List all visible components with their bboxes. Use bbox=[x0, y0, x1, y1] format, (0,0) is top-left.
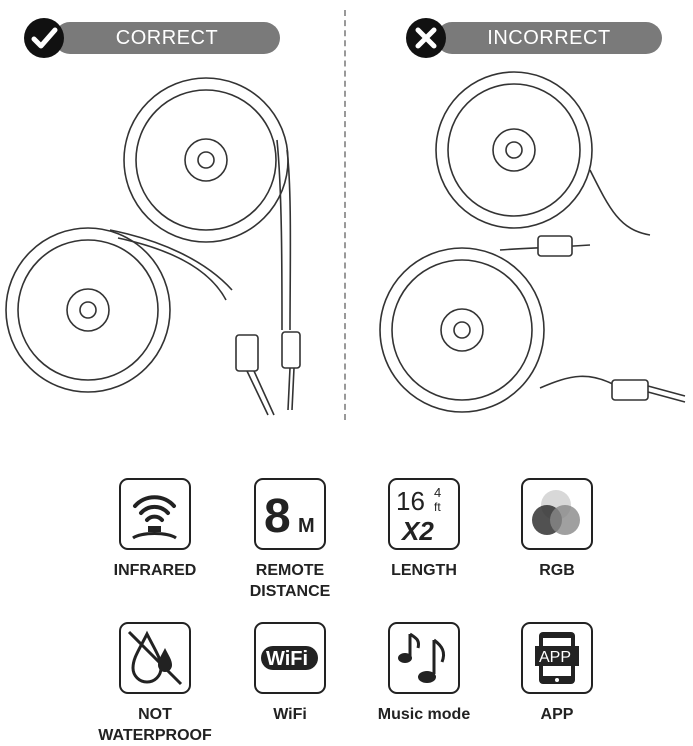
correct-connection-diagram bbox=[5, 77, 301, 416]
water-drop-crossed-icon bbox=[119, 622, 191, 694]
svg-text:4: 4 bbox=[434, 485, 441, 500]
svg-text:M: M bbox=[298, 515, 315, 537]
feature-wifi: WiFi WiFi bbox=[215, 622, 365, 725]
feature-infrared: INFRARED bbox=[80, 478, 230, 581]
svg-text:ft: ft bbox=[434, 500, 441, 514]
svg-text:WiFi: WiFi bbox=[266, 648, 308, 670]
music-note-icon bbox=[388, 622, 460, 694]
incorrect-badge: INCORRECT bbox=[406, 18, 662, 58]
feature-label: WiFi bbox=[273, 706, 307, 723]
connector-icon bbox=[537, 235, 573, 257]
incorrect-connection-diagram bbox=[379, 71, 686, 413]
infrared-signal-icon bbox=[119, 478, 191, 550]
x-mark-icon bbox=[406, 18, 446, 58]
feature-label: Music mode bbox=[377, 706, 471, 723]
wifi-icon: WiFi bbox=[254, 622, 326, 694]
feature-label: LENGTH bbox=[391, 562, 457, 579]
svg-text:APP: APP bbox=[539, 649, 571, 666]
connector-icon bbox=[611, 379, 649, 401]
feature-label: NOT bbox=[138, 706, 172, 723]
svg-text:8: 8 bbox=[264, 490, 291, 543]
feature-app: APP APP bbox=[482, 622, 632, 725]
incorrect-label: INCORRECT bbox=[436, 22, 662, 54]
correct-badge: CORRECT bbox=[24, 18, 280, 58]
connector-icon bbox=[235, 334, 259, 372]
svg-text:X2: X2 bbox=[400, 516, 434, 546]
feature-label: INFRARED bbox=[113, 562, 197, 579]
feature-remote-distance: 8 M REMOTE DISTANCE bbox=[215, 478, 365, 602]
rgb-circles-icon bbox=[521, 478, 593, 550]
checkmark-icon bbox=[24, 18, 64, 58]
connector-icon bbox=[281, 331, 301, 369]
feature-label: DISTANCE bbox=[249, 583, 331, 600]
svg-text:16: 16 bbox=[396, 486, 425, 516]
correct-label: CORRECT bbox=[54, 22, 280, 54]
feature-label: APP bbox=[540, 706, 574, 723]
feature-length: 16 4 ft X2 LENGTH bbox=[349, 478, 499, 581]
feature-label: REMOTE bbox=[255, 562, 325, 579]
feature-music-mode: Music mode bbox=[349, 622, 499, 725]
section-divider bbox=[344, 10, 346, 420]
app-phone-icon: APP bbox=[521, 622, 593, 694]
feature-label: WATERPROOF bbox=[98, 727, 212, 744]
feature-label: RGB bbox=[539, 562, 575, 579]
feature-rgb: RGB bbox=[482, 478, 632, 581]
feature-not-waterproof: NOT WATERPROOF bbox=[80, 622, 230, 746]
distance-icon: 8 M bbox=[254, 478, 326, 550]
length-icon: 16 4 ft X2 bbox=[388, 478, 460, 550]
